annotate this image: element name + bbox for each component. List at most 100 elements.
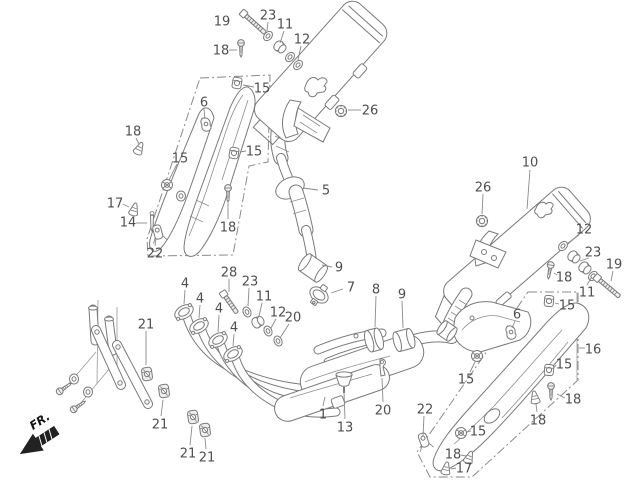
part-label-9: 9 bbox=[398, 288, 406, 303]
part-label-10: 10 bbox=[522, 156, 539, 171]
callout-leader bbox=[450, 467, 457, 470]
washer-part bbox=[263, 325, 273, 337]
part-label-18: 18 bbox=[213, 44, 230, 59]
left-muffler-bracket bbox=[293, 107, 331, 143]
part-label-21: 21 bbox=[138, 318, 155, 333]
callout-leader bbox=[160, 399, 164, 417]
callout-leader bbox=[135, 137, 140, 145]
grommet-part bbox=[471, 350, 483, 362]
callout-leader bbox=[258, 302, 263, 317]
nut-part bbox=[83, 386, 93, 398]
part-label-18: 18 bbox=[530, 414, 547, 429]
collar-part bbox=[392, 327, 416, 353]
callout-leader bbox=[189, 425, 193, 446]
callout-leader bbox=[266, 21, 269, 32]
callout-leader bbox=[330, 288, 344, 294]
part-label-15: 15 bbox=[470, 425, 487, 440]
callout-leader bbox=[579, 257, 590, 262]
clamp-part bbox=[309, 284, 329, 306]
callout-leader bbox=[610, 270, 614, 282]
grommet6-part bbox=[505, 325, 517, 340]
part-label-18: 18 bbox=[445, 448, 462, 463]
part-label-28: 28 bbox=[221, 266, 238, 281]
fr-label: FR. bbox=[27, 409, 52, 432]
callout-leader bbox=[239, 150, 247, 153]
part-label-11: 11 bbox=[256, 290, 273, 305]
callout-leader bbox=[460, 454, 467, 457]
nut-part bbox=[69, 373, 79, 385]
left-heat-shield bbox=[149, 86, 256, 257]
clip-part bbox=[440, 461, 451, 476]
rubber-part bbox=[187, 409, 199, 425]
part-label-1: 1 bbox=[319, 408, 327, 423]
callout-leader bbox=[270, 318, 277, 329]
part-label-21: 21 bbox=[152, 418, 169, 433]
grommet6-part bbox=[200, 117, 212, 132]
part-label-13: 13 bbox=[337, 421, 354, 436]
callout-leader bbox=[297, 45, 302, 61]
collar-part bbox=[363, 327, 385, 353]
callout-leader bbox=[469, 361, 476, 373]
part-label-20: 20 bbox=[375, 404, 392, 419]
callout-leader bbox=[203, 108, 206, 120]
flange-part bbox=[223, 345, 243, 363]
callout-leader bbox=[183, 289, 186, 305]
callout-leader bbox=[567, 234, 580, 244]
part-label-19: 19 bbox=[214, 15, 231, 30]
part-label-14: 14 bbox=[120, 216, 137, 231]
screwd-part bbox=[69, 400, 87, 414]
washer-part bbox=[273, 335, 283, 347]
callout-leader bbox=[554, 302, 560, 305]
capnut-part bbox=[543, 363, 555, 377]
part-label-23: 23 bbox=[585, 246, 602, 261]
callout-leader bbox=[122, 203, 130, 208]
part-label-12: 12 bbox=[294, 33, 311, 48]
capnut-part bbox=[543, 294, 555, 308]
part-label-4: 4 bbox=[181, 277, 189, 292]
part-label-7: 7 bbox=[347, 281, 355, 296]
callout-leader bbox=[279, 30, 285, 44]
screwv-part bbox=[237, 39, 245, 59]
stay-part bbox=[417, 432, 434, 452]
clip-part bbox=[132, 141, 144, 156]
callout-leader bbox=[511, 320, 516, 329]
stay-part bbox=[152, 224, 168, 244]
callout-leader bbox=[556, 393, 566, 399]
washer-part bbox=[285, 51, 295, 63]
flange-part bbox=[189, 317, 209, 335]
callout-leader bbox=[302, 187, 319, 191]
nut-part bbox=[176, 190, 186, 202]
part-label-17: 17 bbox=[456, 462, 473, 477]
screwv-part bbox=[224, 184, 232, 204]
capnut-part bbox=[231, 76, 243, 90]
rubber-part bbox=[158, 383, 170, 399]
locknut-part bbox=[578, 261, 592, 275]
callout-leader bbox=[322, 396, 326, 407]
callout-leader bbox=[381, 377, 384, 403]
part-label-11: 11 bbox=[277, 18, 294, 33]
flange-part bbox=[174, 303, 194, 321]
right-muffler-emblem bbox=[534, 201, 554, 219]
part-label-15: 15 bbox=[556, 358, 573, 373]
locknut-part bbox=[273, 40, 287, 54]
callout-leader bbox=[422, 415, 425, 437]
mounting-stays bbox=[88, 304, 153, 409]
callout-leader bbox=[247, 287, 250, 307]
part-label-23: 23 bbox=[260, 9, 277, 24]
callout-leader bbox=[168, 163, 178, 181]
callout-leader bbox=[217, 314, 220, 333]
callout-leader bbox=[198, 304, 201, 319]
flange-part bbox=[208, 331, 228, 349]
callout-leader bbox=[154, 237, 157, 247]
part-label-20: 20 bbox=[285, 311, 302, 326]
clip-part bbox=[463, 450, 473, 465]
boltlong-part bbox=[592, 273, 621, 299]
part-label-18: 18 bbox=[556, 271, 573, 286]
flangebolt-part bbox=[475, 214, 489, 228]
clip-part bbox=[128, 202, 138, 217]
callout-leader bbox=[586, 277, 592, 286]
part-label-19: 19 bbox=[606, 258, 623, 273]
